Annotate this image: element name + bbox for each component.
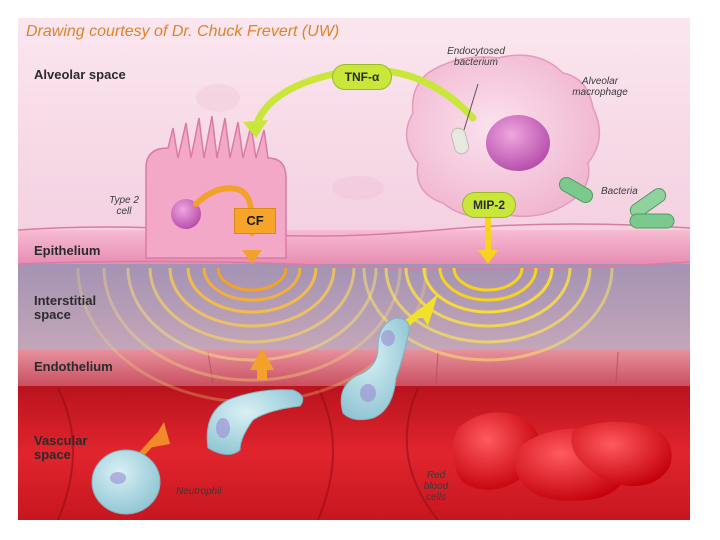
diagram-figure: Drawing courtesy of Dr. Chuck Frevert (U… — [18, 18, 690, 520]
epithelium-label: Epithelium — [34, 244, 100, 258]
alveolar-macrophage-label: Alveolar macrophage — [562, 76, 638, 98]
tnf-alpha-badge: TNF-α — [332, 64, 392, 90]
endocytosed-bacterium-label: Endocytosed bacterium — [438, 46, 514, 68]
cf-badge: CF — [234, 208, 276, 234]
bacteria-label: Bacteria — [601, 186, 638, 197]
type2-cell-label: Type 2 cell — [102, 195, 146, 217]
interstitial-space-label: Interstitial space — [34, 294, 114, 322]
mip2-badge: MIP-2 — [462, 192, 516, 218]
neutrophil-label: Neutrophil — [176, 486, 222, 497]
alveolar-space-label: Alveolar space — [34, 68, 126, 82]
endothelium-label: Endothelium — [34, 360, 113, 374]
vascular-space-label: Vascular space — [34, 434, 104, 462]
red-blood-cells-label: Red blood cells — [416, 470, 456, 503]
macrophage-nucleus — [486, 115, 550, 171]
figure-credit: Drawing courtesy of Dr. Chuck Frevert (U… — [26, 23, 339, 41]
